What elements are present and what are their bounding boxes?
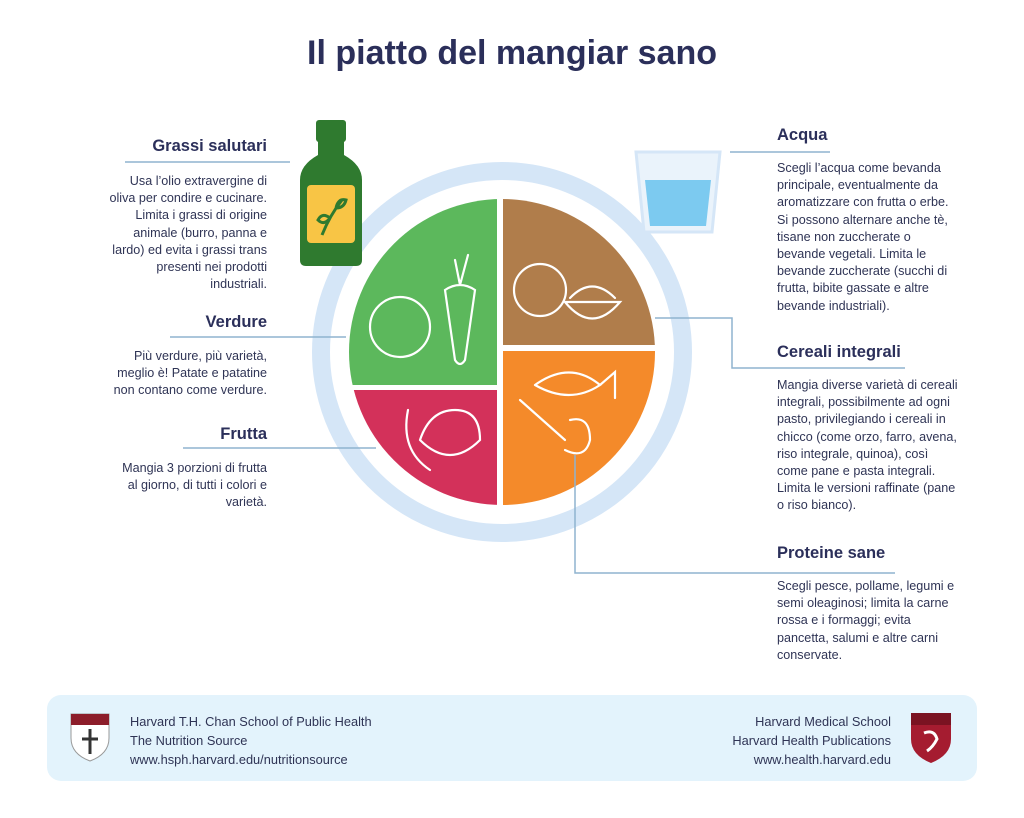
page-title: Il piatto del mangiar sano — [307, 34, 717, 72]
text-line: Usa l’olio extravergine di — [129, 174, 267, 188]
heading-grassi-salutari: Grassi salutari — [152, 137, 267, 155]
text-line: animale (burro, panna e — [133, 225, 267, 240]
text-line: Limita le versioni raffinate (pane — [777, 481, 956, 496]
plate-section-frutta — [349, 390, 497, 505]
beans-icon — [518, 398, 592, 455]
text-line: chicco (come orzo, farro, avena, — [777, 429, 957, 444]
footer-left-text: Harvard T.H. Chan School of Public Healt… — [130, 712, 372, 769]
text-cereali-integrali: Mangia diverse varietà di cereali integr… — [777, 377, 1007, 515]
footer-line: Harvard T.H. Chan School of Public Healt… — [130, 714, 372, 729]
text-frutta: Mangia 3 porzioni di frutta al giorno, d… — [50, 460, 267, 512]
text-verdure: Più verdure, più varietà, meglio è! Pata… — [50, 348, 267, 400]
grain-bowl-icon — [562, 285, 623, 320]
tomato-icon — [368, 295, 432, 359]
harvard-medical-shield-logo — [911, 713, 951, 763]
text-line: Scegli l’acqua come bevanda — [777, 161, 941, 175]
footer-line: Harvard Medical School — [755, 714, 891, 729]
text-line: al giorno, di tutti i colori e — [127, 478, 267, 493]
text-line: tisane non zuccherate o — [777, 229, 911, 244]
text-line: Si possono alternare anche tè, — [777, 212, 948, 227]
text-line: Limita i grassi di origine — [135, 208, 267, 223]
carrot-icon — [443, 253, 477, 366]
text-line: industriali. — [210, 277, 267, 292]
text-line: rossa e i formaggi; evita — [777, 613, 911, 628]
text-line: non contano come verdure. — [113, 383, 267, 398]
text-line: oliva per condire e cucinare. — [109, 191, 267, 206]
connector-lines — [125, 151, 905, 574]
text-line: riso integrale, quinoa), così — [777, 446, 929, 461]
text-proteine-sane: Scegli pesce, pollame, legumi e semi ole… — [777, 578, 1007, 664]
text-line: come pane e pasta integrali. — [777, 464, 936, 479]
footer-link[interactable]: www.health.harvard.edu — [753, 752, 891, 767]
harvard-chan-shield-logo — [70, 713, 110, 762]
footer-link[interactable]: www.hsph.harvard.edu/nutritionsource — [130, 752, 348, 767]
footer-line: The Nutrition Source — [130, 733, 248, 748]
text-line: principale, eventualmente da — [777, 178, 939, 193]
heading-verdure: Verdure — [205, 313, 267, 331]
text-line: meglio è! Patate e patatine — [117, 366, 267, 381]
text-line: frutta, bibite gassate e altre — [777, 281, 929, 296]
fish-icon — [533, 369, 617, 400]
text-line: conservate. — [777, 647, 843, 662]
heading-frutta: Frutta — [220, 425, 267, 443]
text-line: Scegli pesce, pollame, legumi e — [777, 579, 955, 593]
text-line: presenti nei prodotti — [156, 260, 267, 275]
heading-acqua: Acqua — [777, 126, 828, 144]
text-line: Più verdure, più varietà, — [133, 349, 267, 363]
text-line: integrali, possibilmente ad ogni — [777, 395, 950, 410]
text-line: o riso bianco). — [777, 498, 857, 513]
olive-oil-bottle-icon — [300, 120, 362, 266]
fruit-icon — [405, 408, 482, 472]
bread-icon — [512, 262, 568, 318]
text-line: semi oleaginosi; limita la carne — [777, 596, 949, 611]
footer-credits: Harvard T.H. Chan School of Public Healt… — [47, 695, 977, 781]
text-line: varietà. — [225, 495, 267, 510]
water-glass-icon — [634, 150, 722, 234]
heading-cereali-integrali: Cereali integrali — [777, 343, 901, 361]
footer-right-text: Harvard Medical School Harvard Health Pu… — [732, 712, 891, 769]
heading-proteine-sane: Proteine sane — [777, 544, 886, 562]
text-line: bevande vegetali. Limita le — [777, 247, 927, 262]
plate-ring — [312, 162, 692, 542]
text-line: pasto, privilegiando i cereali in — [777, 412, 946, 427]
footer-line: Harvard Health Publications — [732, 733, 891, 748]
text-line: bevande industriali). — [777, 298, 890, 313]
text-line: lardo) ed evita i grassi trans — [112, 242, 267, 257]
text-line: Mangia 3 porzioni di frutta — [122, 461, 267, 475]
plate-section-verdure — [349, 199, 497, 385]
text-line: Mangia diverse varietà di cereali — [777, 378, 958, 392]
text-acqua: Scegli l’acqua come bevanda principale, … — [777, 160, 997, 315]
text-line: aromatizzare con frutta o erbe. — [777, 195, 949, 210]
text-grassi-salutari: Usa l’olio extravergine di oliva per con… — [50, 173, 267, 293]
text-line: pancetta, salumi e altre carni — [777, 630, 939, 645]
text-line: bevande zuccherate (succhi di — [777, 264, 948, 279]
